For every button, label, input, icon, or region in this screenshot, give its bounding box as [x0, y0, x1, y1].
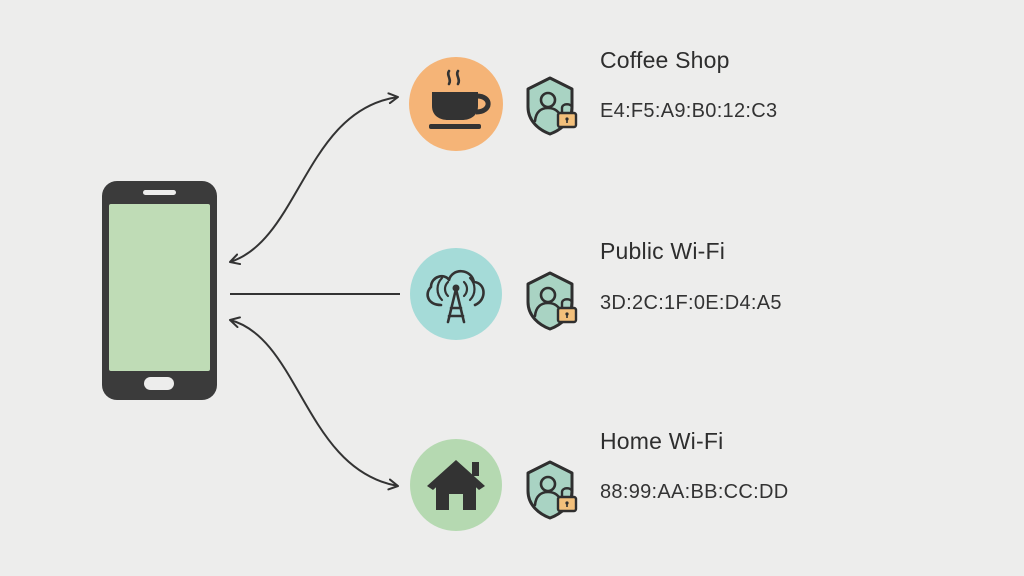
coffee-shop-badge — [409, 57, 503, 151]
cloud-antenna-icon — [426, 269, 485, 324]
shield-user-lock-icon — [526, 271, 578, 331]
smartphone-icon — [102, 181, 217, 400]
network-name-coffee-shop: Coffee Shop — [600, 47, 730, 73]
arrow-home-wifi — [229, 316, 399, 491]
network-mac-home-wifi: 88:99:AA:BB:CC:DD — [600, 481, 789, 503]
network-mac-public-wifi: 3D:2C:1F:0E:D4:A5 — [600, 292, 782, 314]
arrow-coffee-shop — [229, 92, 399, 266]
home-wifi-badge — [410, 439, 502, 531]
coffee-cup-icon — [429, 69, 491, 129]
network-name-public-wifi: Public Wi-Fi — [600, 238, 726, 264]
public-wifi-badge — [410, 248, 502, 340]
house-icon — [427, 460, 485, 510]
shield-user-lock-icon — [526, 76, 578, 136]
network-name-home-wifi: Home Wi-Fi — [600, 428, 724, 454]
shield-user-lock-icon — [526, 460, 578, 520]
network-mac-coffee-shop: E4:F5:A9:B0:12:C3 — [600, 100, 778, 122]
